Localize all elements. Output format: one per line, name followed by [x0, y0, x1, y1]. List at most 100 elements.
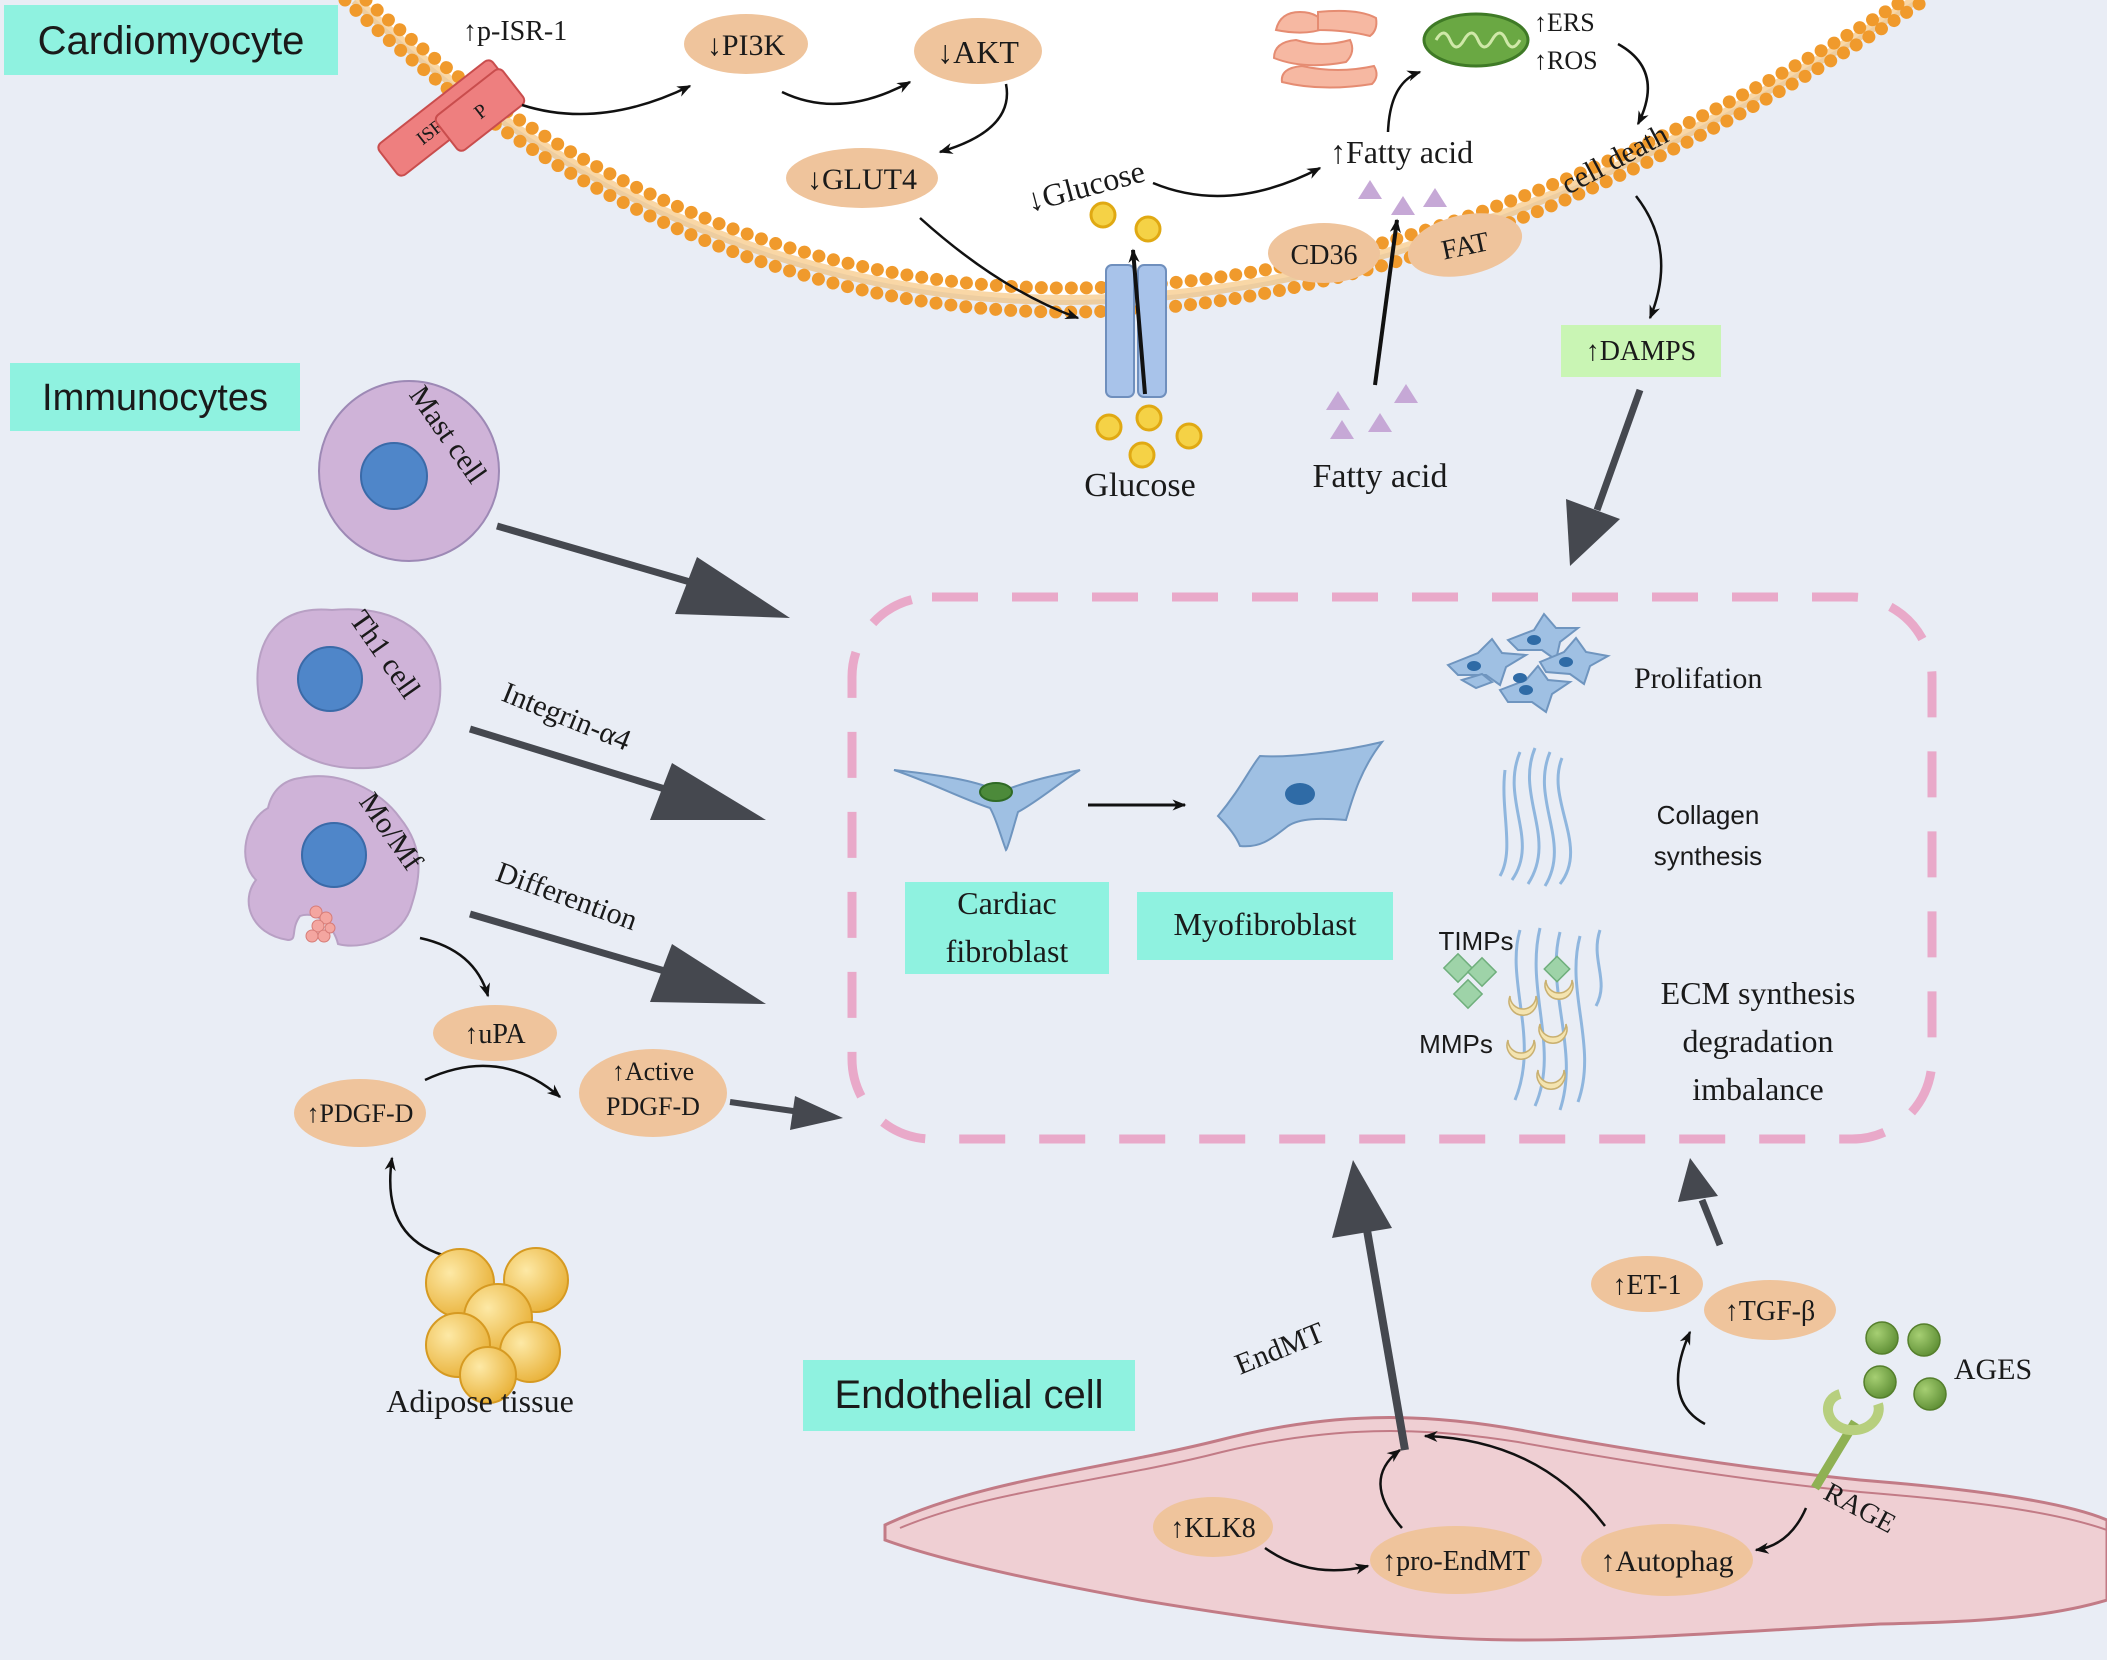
- svg-text:Cardiac: Cardiac: [957, 885, 1057, 921]
- arrow-active-pdgfd-fibrosis: [729, 1096, 843, 1130]
- arrow-rage-autophag: [1754, 1507, 1808, 1554]
- p-isr1-label: ↑p-ISR-1: [463, 16, 567, 47]
- svg-text:Cardiomyocyte: Cardiomyocyte: [38, 19, 305, 63]
- adipose-tissue-icon: [425, 1247, 569, 1404]
- membrane-tails: [351, 0, 1918, 305]
- glucose-outside-dots: [1095, 404, 1203, 469]
- ers-label: ↑ERS: [1534, 8, 1595, 37]
- pro-endmt-molecule: ↑pro-EndMT: [1370, 1526, 1542, 1594]
- timps-label: TIMPs: [1438, 926, 1513, 956]
- glucose-out-label: Glucose: [1084, 467, 1195, 504]
- svg-text:↑Autophag: ↑Autophag: [1600, 1545, 1733, 1578]
- ages-particles-icon: [1863, 1321, 1947, 1411]
- pi3k-molecule: ↓PI3K: [684, 14, 808, 74]
- et1-molecule: ↑ET-1: [1591, 1256, 1703, 1312]
- arrow-tgfb-fibrosis: [1678, 1158, 1724, 1247]
- glucose-dot: [1089, 201, 1117, 229]
- svg-text:Immunocytes: Immunocytes: [42, 377, 268, 419]
- ecm-label-3: imbalance: [1692, 1071, 1823, 1107]
- ecm-label-2: degradation: [1682, 1023, 1833, 1059]
- svg-text:↑PDGF-D: ↑PDGF-D: [307, 1099, 414, 1128]
- svg-text:fibroblast: fibroblast: [946, 933, 1069, 969]
- collagen-fibers-icon: [1498, 747, 1572, 887]
- mmps-icon: [1506, 979, 1574, 1090]
- svg-text:↑ET-1: ↑ET-1: [1613, 1270, 1682, 1301]
- fatty-acid-inside: [1358, 180, 1447, 215]
- phosphate-group: P: [434, 68, 526, 152]
- arrow-death-damps: [1635, 195, 1663, 320]
- tgfb-molecule: ↑TGF-β: [1704, 1280, 1836, 1340]
- endothelial-cell: [883, 1416, 2107, 1642]
- myofibroblast-label: Myofibroblast: [1137, 892, 1393, 960]
- svg-text:↑Active: ↑Active: [612, 1057, 694, 1086]
- arrow-klk8-proendmt: [1264, 1546, 1370, 1575]
- fatty-acid-outside: [1326, 384, 1418, 439]
- ages-label: AGES: [1954, 1353, 2032, 1386]
- fibrosis-box: [847, 592, 1937, 1144]
- arrow-autophag-endmt: [1423, 1430, 1606, 1527]
- arrow-fatty-acid-uptake: [1373, 218, 1401, 386]
- cardiac-fibroblast-icon: [893, 769, 1081, 852]
- arrow-proendmt-endmt: [1379, 1449, 1403, 1529]
- adipose-label: Adipose tissue: [386, 1383, 574, 1419]
- immunocytes-label: Immunocytes: [10, 363, 300, 431]
- glut4-molecule: ↓GLUT4: [786, 148, 938, 208]
- arrow-glucose-uptake: [1128, 248, 1147, 395]
- arrow-th1-fibrosis: [468, 725, 766, 820]
- cardiomyocyte-label: Cardiomyocyte: [4, 5, 338, 75]
- arrow-endmt-fibrosis: [1332, 1160, 1409, 1451]
- proliferating-cells-icon: [1446, 612, 1611, 714]
- svg-text:Endothelial cell: Endothelial cell: [834, 1373, 1103, 1417]
- arrow-damps-fibrosis: [1566, 388, 1644, 566]
- autophag-molecule: ↑Autophag: [1581, 1524, 1753, 1596]
- timps-icon: [1442, 952, 1571, 1010]
- cardiac-fibroblast-label: Cardiac fibroblast: [905, 882, 1109, 974]
- svg-text:↓PI3K: ↓PI3K: [707, 29, 786, 62]
- arrow-momf-upa: [419, 936, 490, 998]
- svg-text:↓AKT: ↓AKT: [937, 34, 1019, 70]
- svg-text:PDGF-D: PDGF-D: [606, 1092, 700, 1121]
- klk8-molecule: ↑KLK8: [1153, 1497, 1273, 1557]
- arrow-adipose-pdgfd: [384, 1156, 451, 1259]
- arrow-glut4-transporter: [919, 217, 1080, 320]
- active-pdgfd-molecule: ↑Active PDGF-D: [579, 1049, 727, 1137]
- arrow-pi3k-akt: [781, 80, 912, 106]
- svg-text:↓GLUT4: ↓GLUT4: [807, 163, 917, 196]
- mmps-label: MMPs: [1419, 1029, 1493, 1059]
- akt-molecule: ↓AKT: [914, 18, 1042, 84]
- ecm-label-1: ECM synthesis: [1661, 975, 1856, 1011]
- endothelial-label: Endothelial cell: [803, 1360, 1135, 1431]
- glucose-dot: [1134, 215, 1162, 243]
- glut-transporter: [1105, 264, 1167, 398]
- arrow-pdgfd-active: [424, 1064, 562, 1098]
- damps-box: ↑DAMPS: [1561, 325, 1721, 377]
- endoplasmic-reticulum-icon: [1272, 9, 1378, 89]
- cd36-molecule: CD36: [1268, 223, 1380, 283]
- prolifation-label: Prolifation: [1634, 662, 1762, 695]
- pdgfd-molecule: ↑PDGF-D: [294, 1079, 426, 1147]
- cardiomyocyte-cell: [338, 0, 1932, 319]
- svg-text:↑KLK8: ↑KLK8: [1170, 1513, 1256, 1544]
- upa-molecule: ↑uPA: [433, 1005, 557, 1061]
- arrow-akt-glut4: [938, 83, 1009, 154]
- fat-molecule: FAT: [1407, 213, 1523, 277]
- fatty-acid-out-label: Fatty acid: [1312, 458, 1447, 495]
- macrophage-cell: Mo/Mf: [244, 775, 429, 947]
- rage-receptor-icon: [1811, 1389, 1884, 1491]
- collagen-label-2: synthesis: [1654, 841, 1762, 871]
- cardiomyocyte-cytoplasm: [355, 0, 1915, 300]
- arrow-autophag-et1: [1676, 1330, 1706, 1426]
- mitochondria-icon: [1422, 12, 1530, 68]
- ros-label: ↑ROS: [1534, 46, 1598, 75]
- svg-text:↑pro-EndMT: ↑pro-EndMT: [1382, 1546, 1530, 1577]
- arrow-fatty-acid-mitochondria: [1386, 70, 1422, 133]
- collagen-label-1: Collagen: [1657, 800, 1760, 830]
- th1-cell: Th1 cell: [256, 604, 442, 770]
- svg-text:↑uPA: ↑uPA: [464, 1019, 526, 1050]
- svg-text:↑DAMPS: ↑DAMPS: [1586, 336, 1696, 367]
- endmt-label: EndMT: [1230, 1316, 1329, 1382]
- membrane-heads-inner: [359, 0, 1911, 295]
- mast-cell: Mast cell: [318, 380, 500, 562]
- arrow-momf-fibrosis: [469, 910, 766, 1004]
- fatty-acid-in-label: ↑Fatty acid: [1330, 134, 1473, 170]
